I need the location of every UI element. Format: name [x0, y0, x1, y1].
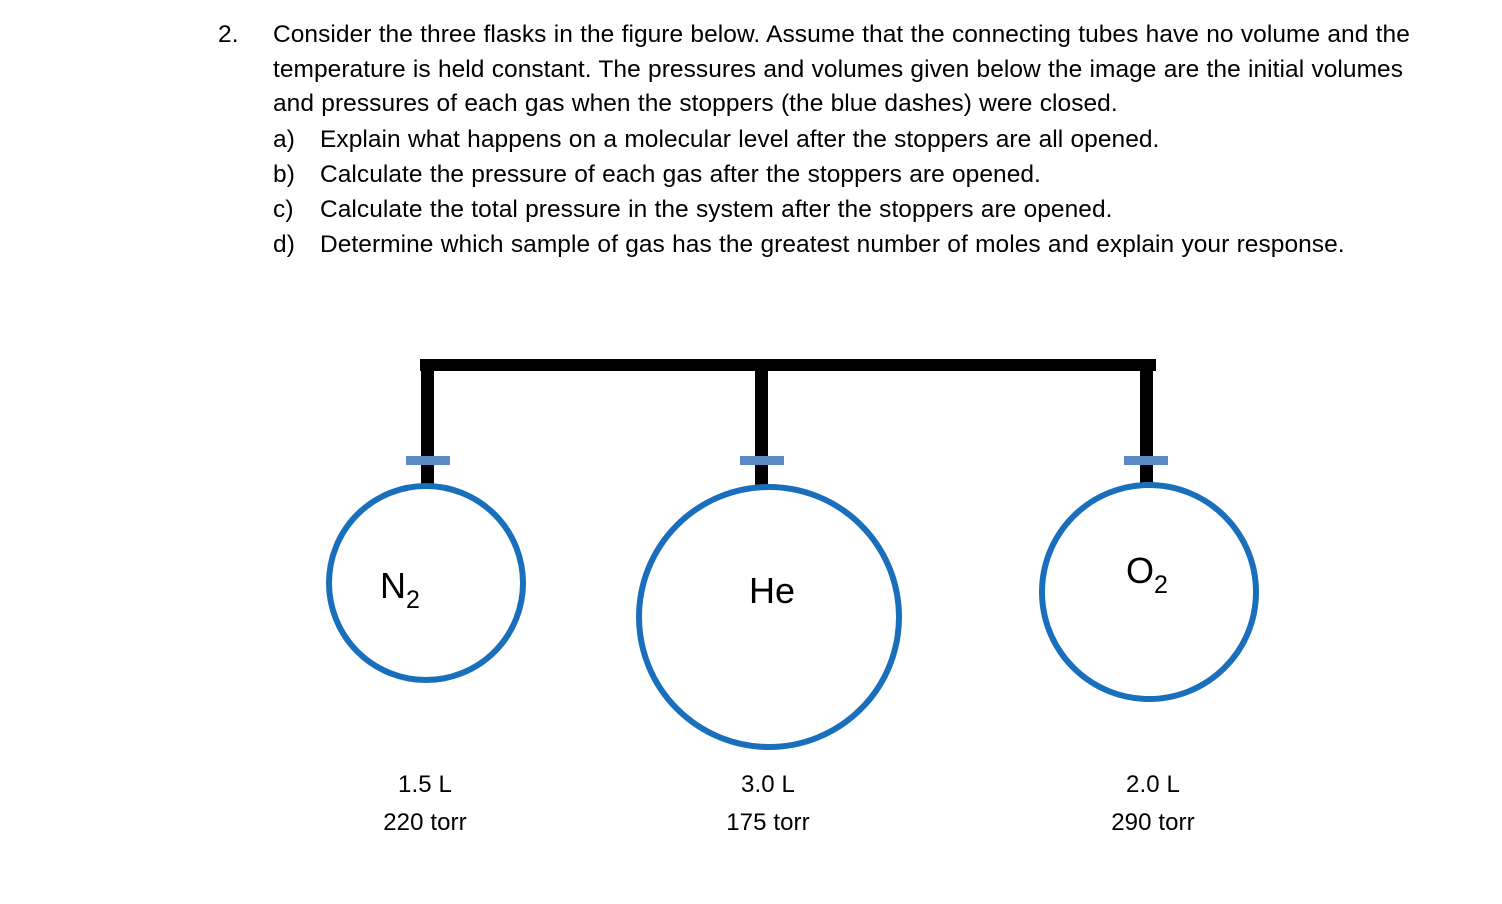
flask-volume-o2: 2.0 L: [1126, 771, 1180, 798]
flask-circle-he: [636, 484, 902, 750]
gas-label-n2-subscript: 2: [406, 586, 420, 614]
question-stem-text: Consider the three flasks in the figure …: [273, 21, 1410, 117]
tube-vertical-o2: [1140, 359, 1153, 493]
sub-question-list: a) Explain what happens on a molecular l…: [218, 123, 1428, 263]
sub-question-c-marker: c): [273, 195, 294, 223]
gas-label-o2: O2: [1126, 550, 1168, 599]
flask-pressure-o2: 290 torr: [1111, 809, 1195, 836]
flask-circle-n2: [326, 483, 526, 683]
tube-vertical-n2: [421, 359, 434, 493]
stopper-dash-n2: [406, 456, 450, 465]
sub-question-b: b) Calculate the pressure of each gas af…: [218, 158, 1428, 193]
flask-pressure-he: 175 torr: [726, 809, 810, 836]
tube-vertical-he: [755, 359, 768, 495]
sub-question-a: a) Explain what happens on a molecular l…: [218, 123, 1428, 158]
flask-volume-he: 3.0 L: [741, 771, 795, 798]
sub-question-b-marker: b): [273, 160, 295, 188]
stopper-dash-he: [740, 456, 784, 465]
flask-pressure-n2: 220 torr: [383, 809, 467, 836]
gas-label-he: He: [749, 570, 795, 611]
flask-volume-n2: 1.5 L: [398, 771, 452, 798]
flask-caption-he: 3.0 L 175 torr: [668, 766, 868, 842]
sub-question-a-marker: a): [273, 125, 295, 153]
sub-question-d-marker: d): [273, 230, 295, 258]
question-number: 2.: [218, 21, 239, 48]
question-stem-row: 2. Consider the three flasks in the figu…: [218, 18, 1428, 122]
manifold-tube-horizontal: [420, 359, 1156, 371]
gas-label-o2-symbol: O: [1126, 550, 1154, 591]
sub-question-d-text: Determine which sample of gas has the gr…: [320, 230, 1345, 258]
gas-label-he-symbol: He: [749, 570, 795, 611]
question-block: 2. Consider the three flasks in the figu…: [218, 18, 1428, 262]
sub-question-d: d) Determine which sample of gas has the…: [218, 228, 1428, 263]
sub-question-a-text: Explain what happens on a molecular leve…: [320, 125, 1160, 153]
flask-circle-o2: [1039, 482, 1259, 702]
sub-question-c-text: Calculate the total pressure in the syst…: [320, 195, 1113, 223]
gas-label-o2-subscript: 2: [1154, 571, 1168, 599]
flask-caption-o2: 2.0 L 290 torr: [1048, 766, 1258, 842]
sub-question-c: c) Calculate the total pressure in the s…: [218, 193, 1428, 228]
stopper-dash-o2: [1124, 456, 1168, 465]
sub-question-b-text: Calculate the pressure of each gas after…: [320, 160, 1041, 188]
flask-caption-n2: 1.5 L 220 torr: [325, 766, 525, 842]
gas-label-n2-symbol: N: [380, 565, 406, 606]
gas-label-n2: N2: [380, 565, 420, 614]
